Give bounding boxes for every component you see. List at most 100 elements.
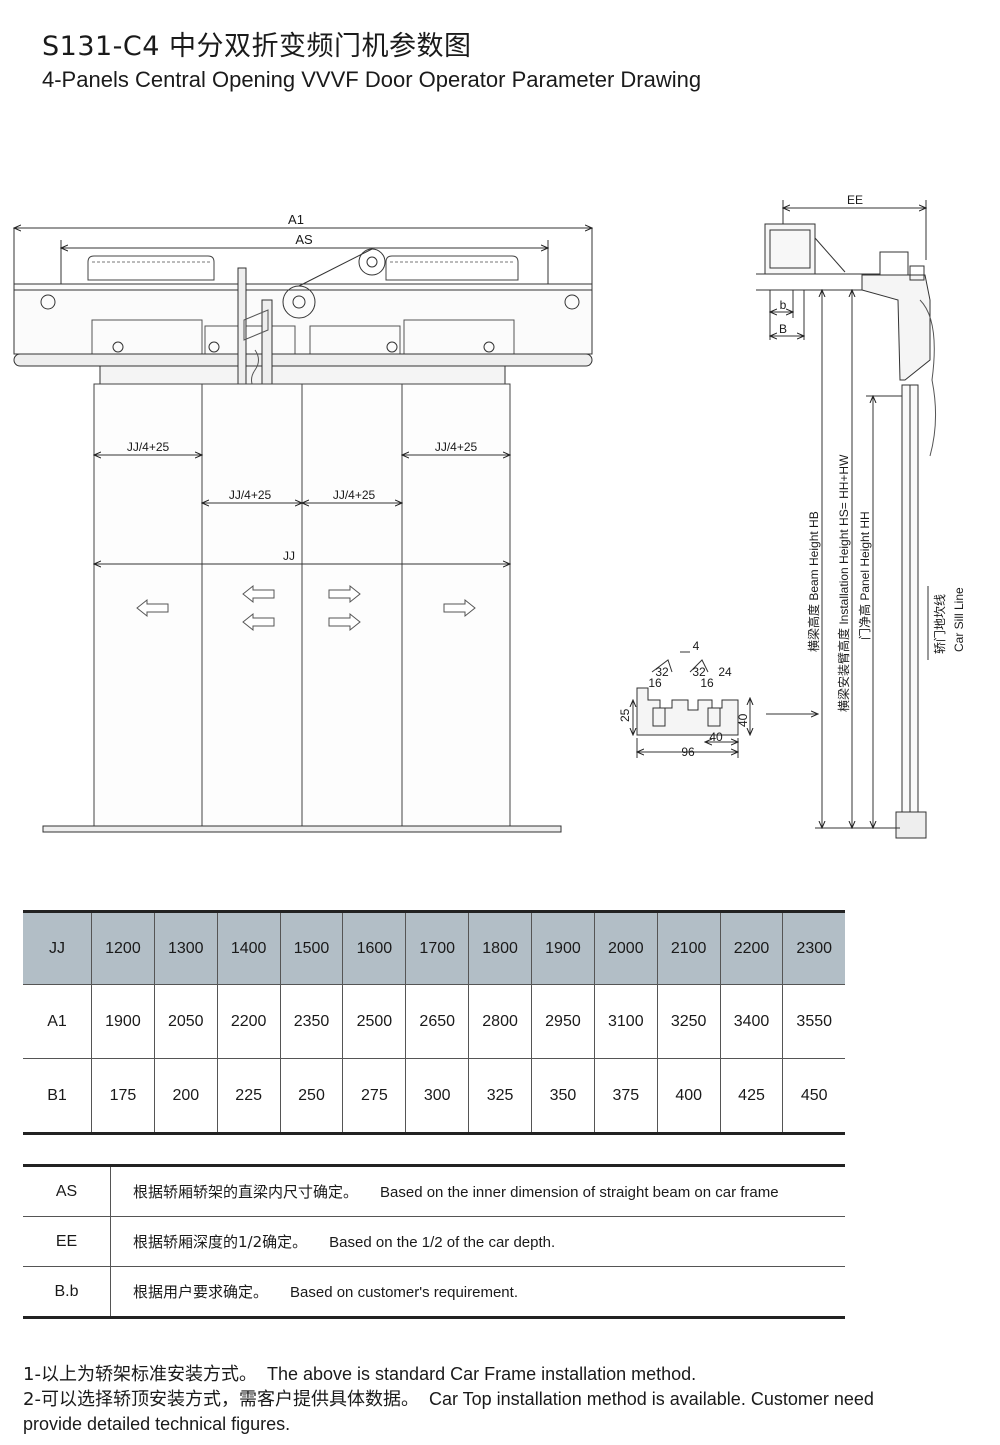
label-jj-quarter-center-right: JJ/4+25 (333, 488, 376, 502)
table-cell: 325 (468, 1058, 533, 1134)
page-title-english: 4-Panels Central Opening VVVF Door Opera… (42, 67, 702, 92)
table-cell: 1600 (342, 911, 407, 985)
table-row: B.b 根据用户要求确定。 Based on customer's require… (23, 1266, 845, 1318)
footnote-item: 1-以上为轿架标准安装方式。 The above is standard Car… (23, 1362, 883, 1387)
table-cell: B1 (23, 1058, 92, 1134)
front-view: A1 AS (14, 212, 592, 833)
dim-16-left: 16 (648, 676, 662, 690)
table-cell: 2350 (279, 984, 344, 1059)
dim-32-left: 32 (655, 665, 669, 679)
footnote-cn: 1-以上为轿架标准安装方式。 (23, 1364, 257, 1385)
label-sill-en: Car Sill Line (952, 587, 966, 652)
dimension-a1: A1 (14, 212, 592, 320)
note-text-cn: 根据轿厢轿架的直梁内尺寸确定。 (133, 1183, 359, 1201)
note-text-cn: 根据用户要求确定。 (133, 1283, 269, 1301)
note-key: AS (23, 1165, 111, 1217)
dim-24: 24 (718, 665, 732, 679)
dim-32-right: 32 (692, 665, 706, 679)
sill-profile: 96 40 40 25 4 32 32 24 16 16 (618, 639, 750, 759)
dimension-b: b B (770, 290, 804, 340)
table-row: A1 1900 2050 2200 2350 2500 2650 2800 29… (23, 984, 845, 1059)
note-text: 根据轿厢轿架的直梁内尺寸确定。 Based on the inner dimens… (110, 1165, 845, 1217)
arrow-left-icon (242, 612, 275, 632)
label-a1: A1 (288, 212, 304, 227)
table-cell: JJ (23, 911, 92, 985)
arrow-left-icon (136, 598, 169, 618)
note-text: 根据轿厢深度的1/2确定。 Based on the 1/2 of the car… (110, 1216, 845, 1267)
opening-direction-arrows (136, 584, 476, 632)
car-sill-line-label: 轿门地坎线 Car Sill Line (927, 586, 966, 660)
table-cell: 1400 (216, 911, 281, 985)
dimension-jj-quarter: JJ/4+25 JJ/4+25 JJ/4+25 JJ/4+25 (94, 440, 510, 503)
note-key: B.b (23, 1266, 111, 1318)
table-cell: 2300 (782, 911, 845, 985)
table-cell: A1 (23, 984, 92, 1059)
footnotes: 1-以上为轿架标准安装方式。 The above is standard Car… (23, 1362, 883, 1436)
arrow-left-icon (242, 584, 275, 604)
dim-40-vertical: 40 (736, 713, 750, 727)
table-cell: 425 (719, 1058, 784, 1134)
table-cell: 1800 (468, 911, 533, 985)
label-jj: JJ (283, 549, 295, 563)
table-cell: 2800 (468, 984, 533, 1059)
table-cell: 250 (279, 1058, 344, 1134)
door-panels (93, 383, 511, 827)
table-row: B1 175 200 225 250 275 300 325 350 375 4… (23, 1058, 845, 1134)
table-cell: 1900 (91, 984, 155, 1059)
note-text-en: Based on the inner dimension of straight… (380, 1184, 779, 1201)
label-jj-quarter-right: JJ/4+25 (435, 440, 478, 454)
table-cell: 275 (342, 1058, 407, 1134)
table-cell: 1900 (531, 911, 595, 985)
technical-drawing: A1 AS (0, 193, 966, 839)
label-b-small: b (780, 298, 787, 312)
table-cell: 1500 (279, 911, 344, 985)
table-header-row: JJ 1200 1300 1400 1500 1600 1700 1800 19… (23, 911, 845, 985)
footnote-cn: 2-可以选择轿顶安装方式，需客户提供具体数据。 (23, 1389, 419, 1410)
label-ee: EE (847, 193, 863, 207)
table-cell: 175 (91, 1058, 155, 1134)
label-as: AS (295, 232, 313, 247)
note-text-en: Based on customer's requirement. (290, 1284, 518, 1301)
note-text-cn: 根据轿厢深度的1/2确定。 (133, 1233, 308, 1251)
dim-4: 4 (693, 639, 700, 653)
table-cell: 375 (593, 1058, 658, 1134)
table-cell: 2050 (153, 984, 218, 1059)
table-cell: 2200 (216, 984, 281, 1059)
table-row: AS 根据轿厢轿架的直梁内尺寸确定。 Based on the inner dim… (23, 1165, 845, 1217)
table-cell: 2950 (531, 984, 595, 1059)
table-cell: 1700 (405, 911, 470, 985)
arrow-right-icon (443, 598, 476, 618)
table-cell: 1300 (153, 911, 218, 985)
dim-40-horizontal: 40 (709, 730, 723, 744)
dimension-jj: JJ (94, 549, 510, 564)
label-b-big: B (779, 322, 787, 336)
dim-96: 96 (681, 745, 695, 759)
footnote-en: The above is standard Car Frame installa… (266, 1364, 697, 1384)
label-beam-height: 横梁高度 Beam Height HB (806, 511, 821, 652)
table-cell: 3400 (719, 984, 784, 1059)
footnote-en: Car Top installation method is available… (23, 1389, 874, 1434)
table-cell: 225 (216, 1058, 281, 1134)
side-view: EE b B 横梁高度 Beam Height HB (756, 193, 966, 839)
note-key: EE (23, 1216, 111, 1267)
dimension-ee: EE (783, 193, 926, 260)
dimension-beam-height: 横梁高度 Beam Height HB (806, 290, 900, 828)
dimension-panel-height: 门净高 Panel Height HH (857, 396, 902, 828)
table-cell: 1200 (91, 911, 155, 985)
table-cell: 2100 (656, 911, 721, 985)
table-cell: 2650 (405, 984, 470, 1059)
table-cell: 300 (405, 1058, 470, 1134)
dim-16-right: 16 (700, 676, 714, 690)
page-title-chinese: S131-C4 中分双折变频门机参数图 (42, 31, 472, 62)
label-panel-height: 门净高 Panel Height HH (857, 511, 872, 640)
table-cell: 2000 (593, 911, 658, 985)
label-install-height: 横梁安装臂高度 Installation Height HS= HH+HW (836, 454, 851, 712)
note-text-en: Based on the 1/2 of the car depth. (329, 1234, 556, 1251)
table-cell: 3100 (593, 984, 658, 1059)
note-text: 根据用户要求确定。 Based on customer's requirement… (110, 1266, 845, 1318)
table-cell: 2200 (719, 911, 784, 985)
table-cell: 450 (782, 1058, 845, 1134)
label-jj-quarter-left: JJ/4+25 (127, 440, 170, 454)
table-cell: 2500 (342, 984, 407, 1059)
table-cell: 200 (153, 1058, 218, 1134)
